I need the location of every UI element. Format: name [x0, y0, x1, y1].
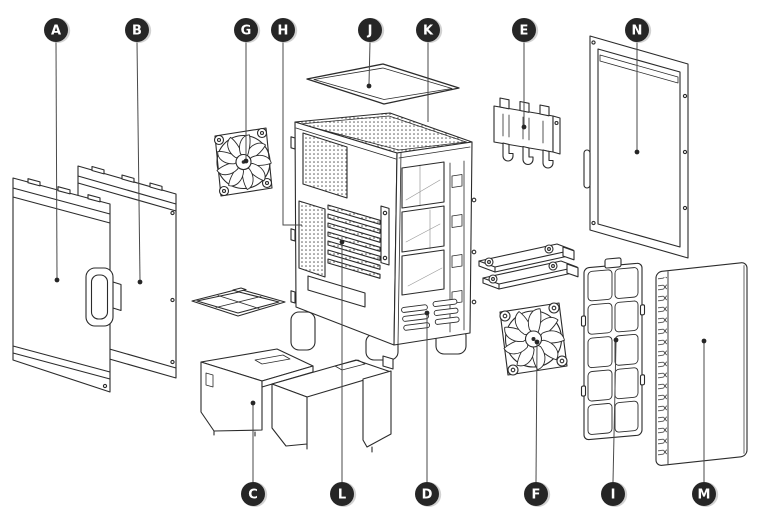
- callout-D: D: [415, 310, 442, 507]
- leader-dot: [366, 83, 372, 89]
- callout-I: I: [601, 337, 628, 507]
- leader-line: [55, 41, 58, 279]
- label-circle: [692, 482, 716, 506]
- leader-dot: [634, 149, 640, 155]
- leader-dot: [339, 239, 345, 245]
- leader-dot: [521, 124, 527, 130]
- label-letter: K: [423, 24, 434, 39]
- label-letter: N: [632, 24, 643, 39]
- label-circle: [416, 18, 440, 42]
- callout-F: F: [524, 339, 551, 507]
- callout-M: M: [692, 338, 719, 507]
- part-fan-rails: [478, 243, 579, 290]
- label-circle: [415, 482, 439, 506]
- part-top-filter: [306, 63, 460, 105]
- label-letter: H: [278, 24, 289, 39]
- label-letter: L: [338, 488, 346, 503]
- part-front-dust-filter: [580, 257, 646, 441]
- part-front-fan: [499, 302, 568, 376]
- label-circle: [271, 18, 295, 42]
- callout-L: L: [330, 239, 357, 507]
- psu-vent-slots: [401, 298, 460, 331]
- label-letter: F: [532, 488, 541, 503]
- panel-handle: [85, 267, 114, 327]
- label-circle: [358, 18, 382, 42]
- part-chassis: [290, 112, 477, 361]
- leader-line: [136, 41, 141, 281]
- part-psu-filter-plate: [191, 287, 286, 317]
- leader-line: [535, 343, 538, 483]
- callout-J: J: [358, 18, 385, 89]
- callout-H: H: [271, 18, 302, 226]
- leader-dot: [701, 338, 707, 344]
- rear-mesh-upper: [302, 132, 348, 199]
- callout-E: E: [512, 18, 539, 130]
- label-letter: B: [132, 24, 142, 39]
- label-letter: E: [520, 24, 529, 39]
- label-circle: [512, 18, 536, 42]
- leader-dot: [137, 279, 143, 285]
- leader-dot: [243, 158, 249, 164]
- part-shroud-cover-right: [271, 355, 394, 453]
- label-letter: C: [248, 488, 258, 503]
- label-letter: M: [698, 488, 711, 503]
- callout-B: B: [125, 18, 152, 285]
- leader-line: [282, 42, 302, 226]
- pci-slot-covers: [327, 204, 390, 279]
- rear-mesh-lower: [298, 200, 326, 278]
- part-shroud-cover-left: [200, 348, 314, 437]
- glass-panel-handle: [583, 149, 591, 189]
- label-circle: [330, 482, 354, 506]
- callout-G: G: [234, 18, 261, 164]
- label-letter: I: [611, 488, 616, 503]
- leader-line: [612, 341, 617, 483]
- leader-dot: [613, 337, 619, 343]
- callout-layer: A B G H J K E N C L D F I M: [44, 18, 719, 507]
- label-letter: G: [241, 24, 252, 39]
- callout-C: C: [241, 400, 268, 507]
- label-circle: [524, 482, 548, 506]
- label-letter: D: [422, 488, 433, 503]
- label-letter: A: [51, 24, 61, 39]
- label-circle: [601, 482, 625, 506]
- callout-A: A: [44, 18, 71, 283]
- callout-N: N: [625, 18, 652, 155]
- label-circle: [125, 18, 149, 42]
- chassis-front-face: [393, 141, 473, 346]
- leader-dot: [250, 400, 256, 406]
- callout-K: K: [416, 18, 443, 122]
- psu-cutout: [307, 275, 366, 308]
- leader-dot: [424, 310, 430, 316]
- label-circle: [625, 18, 649, 42]
- label-circle: [234, 18, 258, 42]
- leader-dot: [534, 339, 540, 345]
- part-glass-panel: [583, 35, 689, 259]
- part-side-panel-a: [12, 177, 122, 393]
- part-front-panel: [655, 262, 748, 466]
- label-letter: J: [367, 24, 373, 39]
- leader-line: [368, 41, 371, 85]
- part-rear-fan: [213, 127, 273, 197]
- label-circle: [241, 482, 265, 506]
- label-circle: [44, 18, 68, 42]
- leader-dot: [54, 277, 60, 283]
